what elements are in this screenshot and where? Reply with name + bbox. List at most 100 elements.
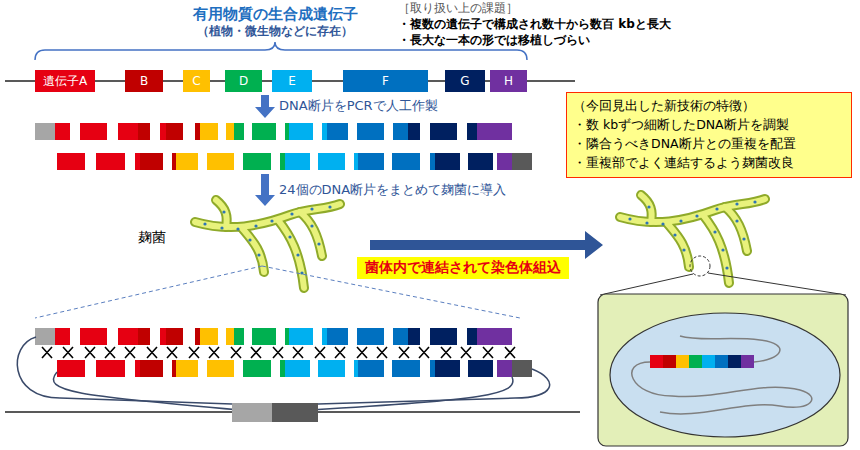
- dna-fragment-row: [512, 153, 532, 170]
- dna-fragment-row: [166, 123, 183, 140]
- nucleus: [610, 313, 840, 437]
- organism-label: 麹菌: [138, 229, 166, 246]
- dna-fragment-row: [234, 123, 244, 140]
- zoom-circle: [690, 256, 710, 276]
- gene-box: F: [343, 70, 428, 92]
- dna-fragment-row: [430, 153, 435, 170]
- integrated-cluster: [689, 355, 702, 368]
- integration-site: [272, 403, 318, 422]
- issue-heading: ［取り扱い上の課題］: [398, 1, 518, 15]
- gene-box: 遺伝子A: [35, 70, 95, 92]
- cell: [598, 294, 848, 446]
- dna-fragment-row: [226, 123, 234, 140]
- dna-fragment-row: [80, 123, 107, 140]
- issue-item: ・長大な一本の形では移植しづらい: [398, 33, 590, 47]
- dna-fragment-row: [135, 153, 140, 170]
- dna-fragment-row: [322, 123, 327, 140]
- dna-fragment-row: [243, 153, 271, 170]
- integrated-cluster: [676, 355, 689, 368]
- dna-fragment-row: [289, 123, 313, 140]
- integration-curve: [318, 369, 550, 404]
- dna-fragment-row: [55, 123, 70, 140]
- dna-fragment-row: [435, 153, 460, 170]
- dna-fragment-row: [408, 123, 420, 140]
- dna-fragment-row: [207, 153, 234, 170]
- box-text: G: [460, 74, 469, 88]
- integrated-cluster: [650, 355, 754, 368]
- integrated-cluster: [663, 355, 676, 368]
- dna-fragment-row: [96, 153, 125, 170]
- step-label: 24個のDNA断片をまとめて麹菌に導入: [279, 182, 506, 198]
- dna-fragment-row: [497, 153, 512, 170]
- integrated-cluster: [715, 355, 728, 368]
- integration-curve: [17, 337, 549, 410]
- dna-fragment-row: [200, 123, 218, 140]
- zoom-line: [600, 274, 693, 295]
- gene-box: D: [225, 70, 262, 92]
- highlight-box: 菌体内で連結されて染色体組込: [357, 257, 569, 279]
- dna-fragment-row: [172, 153, 176, 170]
- box-text: B: [140, 74, 148, 88]
- integration-curve: [17, 337, 232, 404]
- recombination-cross: [42, 347, 515, 358]
- dna-fragment-row: [118, 123, 138, 140]
- gene-box: H: [490, 70, 527, 92]
- dna-fragment-row: [285, 123, 289, 140]
- box-heading: （今回見出した新技術の特徴）: [573, 96, 845, 115]
- dna-fragment-row: [195, 123, 200, 140]
- koji-hypha: [195, 200, 340, 288]
- down-arrow: [255, 95, 275, 118]
- integrated-cluster: [702, 355, 715, 368]
- box-text: ・隣合うべきDNA断片との重複を配置: [573, 134, 845, 153]
- dna-fragment-row: [160, 123, 166, 140]
- process-arrow: [370, 231, 603, 259]
- box-text: ・数 kbずつ細断したDNA断片を調製: [573, 115, 845, 134]
- zoom-line: [708, 273, 846, 295]
- subtitle: （植物・微生物などに存在）: [197, 25, 353, 39]
- dna-fragment-row: [280, 153, 285, 170]
- dna-fragment-row: [285, 153, 310, 170]
- gene-box: B: [125, 70, 163, 92]
- dna-fragment-row: [354, 153, 358, 170]
- integrated-cluster: [728, 355, 741, 368]
- zoom-line: [35, 266, 262, 318]
- main-title: 有用物質の生合成遺伝子: [193, 5, 358, 23]
- dna-fragment-row: [477, 123, 485, 140]
- dna-fragment-row: [468, 153, 493, 170]
- box-text: ・重複部でよく連結するよう麹菌改良: [573, 153, 845, 172]
- koji-hypha: [620, 195, 765, 283]
- dna-fragment-row: [176, 153, 198, 170]
- box-text: E: [288, 74, 296, 88]
- down-arrow: [255, 174, 275, 206]
- dna-fragment-row: [140, 153, 163, 170]
- box-text: F: [382, 74, 389, 88]
- integration-site: [232, 403, 272, 422]
- gene-box: C: [183, 70, 210, 92]
- box-text: 菌体内で連結されて染色体組込: [365, 259, 561, 275]
- box-text: D: [239, 74, 248, 88]
- gene-box: E: [272, 70, 312, 92]
- chromosome: [632, 336, 812, 414]
- dna-fragment-row: [357, 123, 384, 140]
- box-text: H: [504, 74, 513, 88]
- dna-fragment-row: [57, 360, 532, 377]
- dna-fragment-row: [467, 123, 477, 140]
- step-label: DNA断片をPCRで人工作製: [279, 98, 438, 114]
- dna-fragment-row: [392, 153, 420, 170]
- dna-fragment-row: [252, 123, 276, 140]
- integrated-cluster: [741, 355, 754, 368]
- dna-fragment-row: [138, 123, 150, 140]
- integration-curve: [310, 377, 513, 410]
- dna-fragment-row: [35, 123, 55, 140]
- integrated-cluster: [650, 355, 663, 368]
- gene-box: G: [445, 70, 485, 92]
- box-text: C: [192, 74, 200, 88]
- dna-fragment-row: [57, 153, 532, 170]
- dna-fragment-row: [57, 153, 85, 170]
- box-text: 遺伝子A: [43, 73, 87, 90]
- issue-item: ・複数の遺伝子で構成され数十から数百 kbと長大: [398, 17, 671, 31]
- dna-fragment-row: [327, 123, 348, 140]
- dna-fragment-row: [318, 153, 345, 170]
